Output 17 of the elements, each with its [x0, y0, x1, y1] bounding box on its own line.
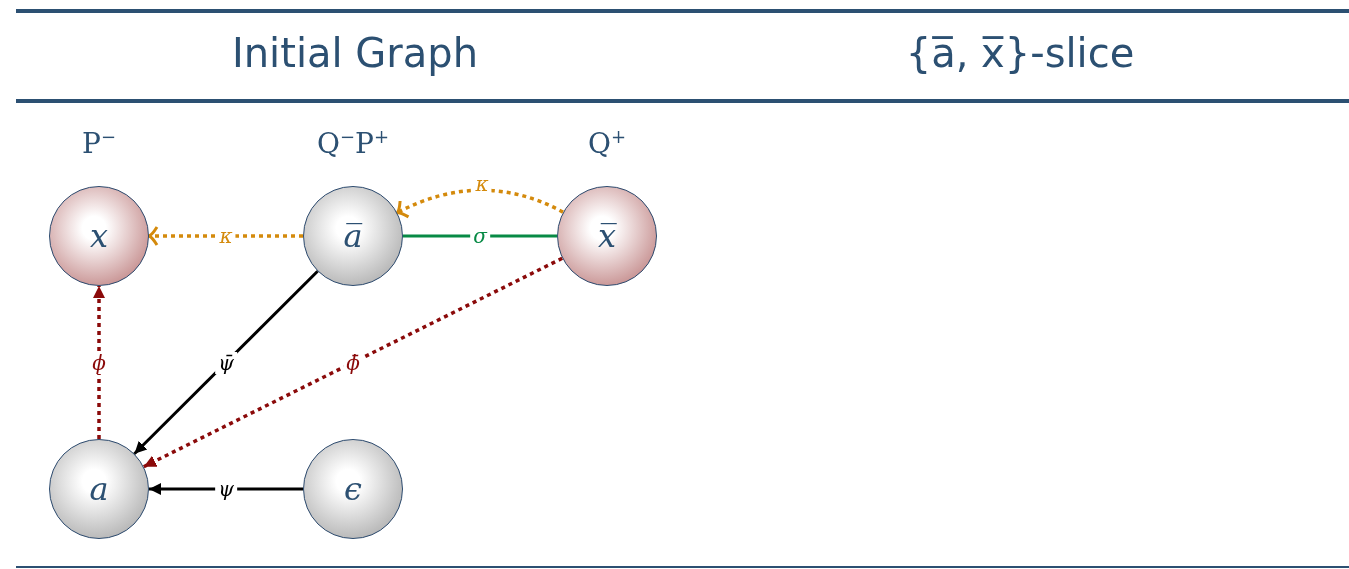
edge-label: ϕ̄	[343, 351, 363, 374]
node-caption: Q$^{−}$P$^{+}$	[317, 126, 389, 161]
edge-label: ϕ	[89, 351, 109, 374]
node-label: ϵ	[344, 470, 362, 508]
arrow	[143, 256, 563, 469]
node-label: a	[89, 470, 109, 508]
node-label: x̅	[597, 217, 616, 255]
column-header: Initial Graph	[231, 30, 479, 76]
edge-label: ψ̄	[215, 351, 237, 374]
column-header: {a̅, x̅}-slice	[905, 30, 1135, 76]
arrow	[133, 270, 319, 455]
arrow	[91, 286, 107, 439]
node-caption: Q$^{+}$	[587, 126, 627, 161]
node-caption: P$^{−}$	[82, 126, 116, 161]
node-label: x	[89, 217, 108, 255]
arrow	[149, 481, 303, 497]
node-label: a̅	[343, 217, 363, 255]
